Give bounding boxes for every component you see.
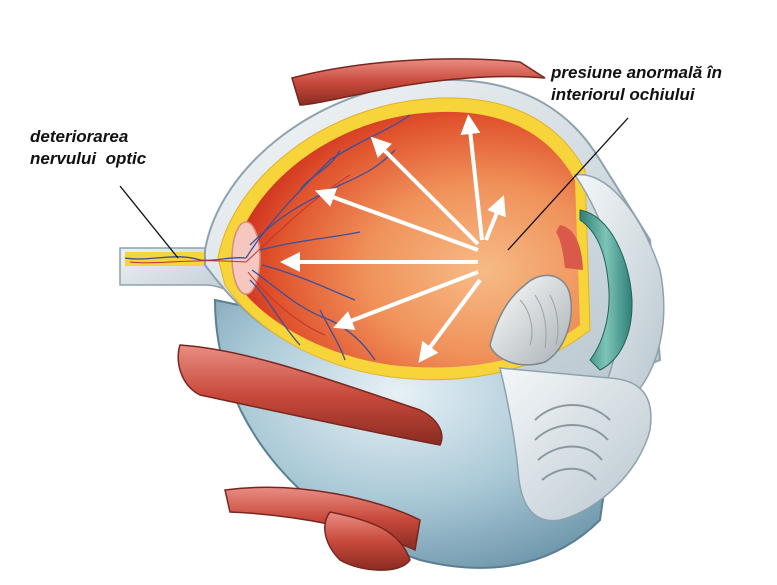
lens-fibers <box>519 294 559 349</box>
optic-nerve-pointer-line <box>119 185 179 259</box>
arrow-icon <box>333 270 479 330</box>
arrow-icon <box>484 195 506 241</box>
abnormal-pressure-label: presiune anormală în interiorul ochiului <box>551 62 722 106</box>
ciliary-folds <box>534 404 611 481</box>
inferior-rectus-muscle <box>324 511 411 571</box>
optic-nerve-damage-label: deteriorarea nervului optic <box>30 126 146 170</box>
arrow-icon <box>314 187 479 252</box>
superior-rectus-muscle <box>291 58 546 106</box>
lateral-rectus-muscle <box>177 344 443 446</box>
pressure-arrows <box>280 114 506 363</box>
pressure-pointer-line <box>507 117 629 251</box>
iris <box>579 209 633 371</box>
retina-vitreous-chamber <box>232 111 580 368</box>
pressure-label-line1: presiune anormală în <box>551 63 722 82</box>
retinal-arteries <box>129 174 351 336</box>
ciliary-body <box>556 225 583 270</box>
arrow-icon <box>418 278 482 363</box>
arrow-icon <box>460 114 484 241</box>
anterior-segment-cutaway <box>499 367 652 522</box>
pressure-label-line2: interiorul ochiului <box>551 85 695 104</box>
optic-nerve-label-line1: deteriorarea <box>30 127 129 146</box>
optic-nerve-label-line2: nervului optic <box>30 149 147 168</box>
arrow-icon <box>370 136 480 246</box>
retinal-blood-vessels <box>124 114 411 361</box>
